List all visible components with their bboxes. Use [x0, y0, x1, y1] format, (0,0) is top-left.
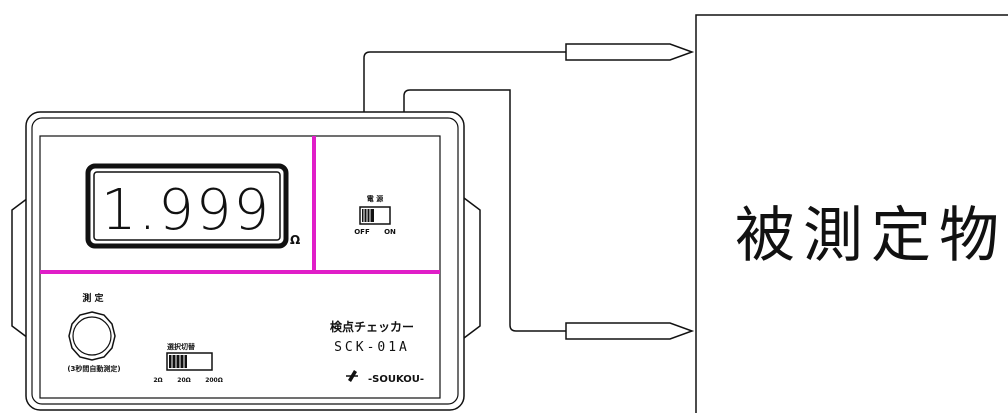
lower-probe	[565, 322, 695, 340]
device-front-panel	[39, 135, 441, 399]
power-switch-off-label: OFF	[354, 228, 370, 236]
range-switch[interactable]	[166, 352, 213, 371]
power-switch-label: 電 源	[367, 194, 383, 203]
brand-logo-icon	[346, 370, 358, 382]
lcd-display-inner	[93, 171, 281, 241]
upper-probe	[565, 43, 695, 61]
test-leads	[363, 51, 566, 332]
range-option-2: 2Ω	[153, 377, 162, 384]
power-switch-on-label: ON	[384, 228, 396, 236]
object-under-test-label: 被測定物	[735, 201, 1007, 271]
power-switch[interactable]	[359, 206, 391, 225]
device-inner-case	[31, 117, 459, 405]
range-option-20: 20Ω	[177, 377, 190, 384]
left-handle	[11, 197, 29, 339]
brand-label: -SOUKOU-	[368, 374, 424, 385]
object-under-test-box	[695, 14, 1008, 413]
tester-device: 1.999 Ω 電 源 OFF ON 測 定 (3秒間自動測定) 選択切替	[25, 111, 465, 411]
product-name-label: 検点チェッカー	[330, 319, 414, 334]
product-model-label: SCK-01A	[334, 340, 410, 355]
range-option-200: 200Ω	[205, 377, 223, 384]
measure-button[interactable]	[68, 311, 116, 361]
right-handle	[463, 197, 481, 339]
lcd-reading: 1.999	[101, 178, 271, 243]
lower-lead-cable	[403, 89, 566, 332]
upper-lead-cable	[363, 51, 566, 116]
range-switch-label: 選択切替	[167, 342, 195, 351]
lcd-display-outer	[85, 163, 289, 249]
lcd-unit-label: Ω	[290, 233, 300, 247]
measure-button-label: 測 定	[82, 292, 104, 304]
measure-button-caption: (3秒間自動測定)	[67, 364, 120, 373]
